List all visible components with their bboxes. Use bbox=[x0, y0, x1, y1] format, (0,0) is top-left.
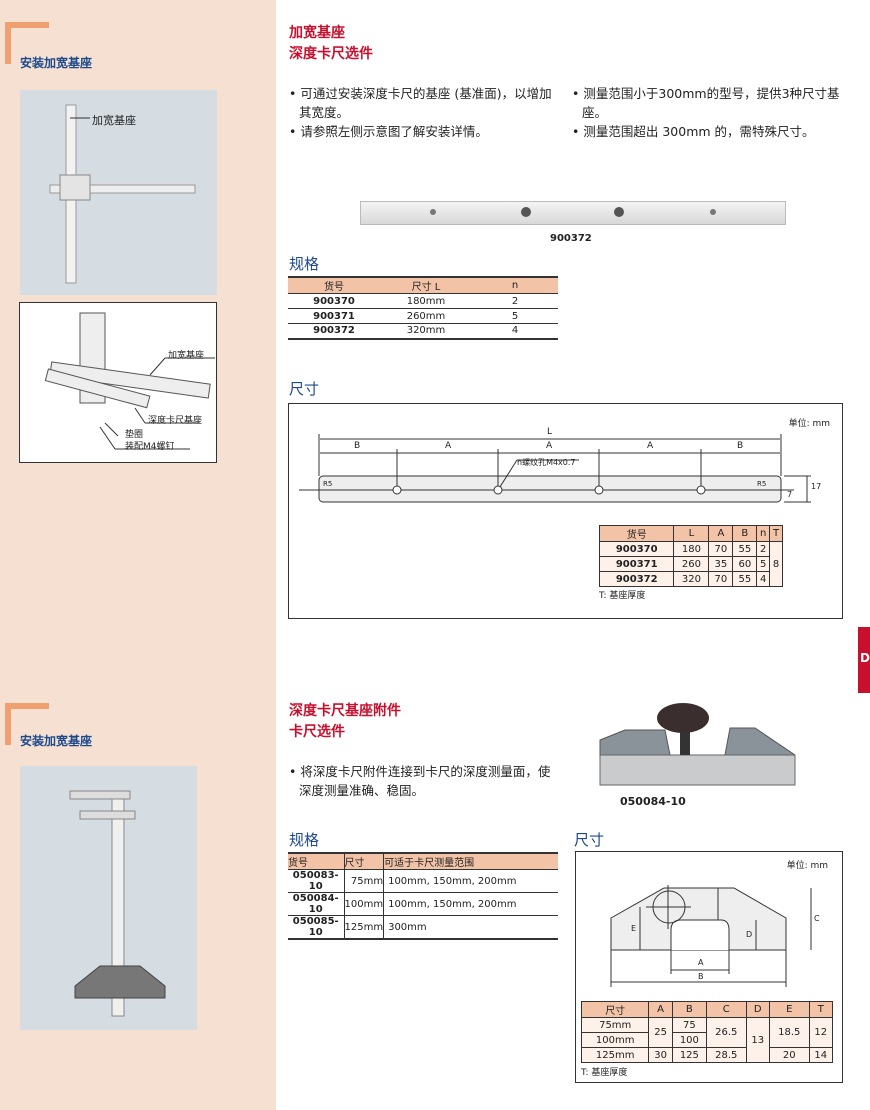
installation-diagram: 加宽基座 深度卡尺基座 垫圈 装配M4螺钉 bbox=[19, 302, 217, 463]
diagram-label: 深度卡尺基座 bbox=[148, 416, 203, 426]
radius-label: R5 bbox=[757, 480, 767, 488]
bullet-list-left: • 可通过安装深度卡尺的基座 (基准面)，以增加其宽度。 • 请参照左侧示意图了… bbox=[289, 84, 561, 141]
spec-heading: 规格 bbox=[289, 831, 320, 849]
spec-heading: 规格 bbox=[289, 255, 320, 273]
dim-label: A bbox=[647, 441, 654, 451]
dim-label: B bbox=[698, 972, 704, 981]
product-photo-wide-base bbox=[20, 90, 217, 295]
section-subtitle: 深度卡尺选件 bbox=[289, 46, 373, 62]
dim-label: B bbox=[737, 441, 744, 451]
col-header: 尺寸 L bbox=[380, 276, 472, 294]
product-caption: 050084-10 bbox=[620, 795, 686, 808]
bullet-item: • 可通过安装深度卡尺的基座 (基准面)，以增加其宽度。 bbox=[289, 86, 552, 120]
diagram-label: 加宽基座 bbox=[168, 351, 205, 361]
base-bar-drawing bbox=[299, 434, 811, 503]
dim-label: A bbox=[445, 441, 452, 451]
dimension-box: 单位: mm L B A A A B n螺纹孔M4x0.7 R5 R5 7 17… bbox=[288, 403, 843, 619]
bullet-list: • 将深度卡尺附件连接到卡尺的深度测量面，使深度测量准确、稳固。 bbox=[289, 762, 561, 800]
section-title: 加宽基座 bbox=[289, 25, 345, 41]
section-subtitle: 卡尺选件 bbox=[289, 724, 345, 740]
unit-label: 单位: mm bbox=[788, 419, 830, 429]
photo-callout: 加宽基座 bbox=[92, 114, 136, 127]
chapter-tab[interactable]: D bbox=[858, 627, 870, 693]
dim-label: C bbox=[814, 914, 820, 923]
section-bracket bbox=[5, 703, 49, 745]
dimension-heading: 尺寸 bbox=[574, 831, 605, 849]
radius-label: R5 bbox=[323, 480, 333, 488]
footnote: T: 基座厚度 bbox=[581, 1068, 628, 1078]
bullet-item: • 请参照左侧示意图了解安装详情。 bbox=[289, 124, 488, 139]
dim-label: L bbox=[547, 427, 553, 437]
sidebar-label: 安装加宽基座 bbox=[20, 56, 93, 70]
footnote: T: 基座厚度 bbox=[599, 591, 646, 601]
section-bracket bbox=[5, 22, 49, 64]
dim-label: B bbox=[354, 441, 361, 451]
dim-label: A bbox=[546, 441, 553, 451]
sidebar-label: 安装加宽基座 bbox=[20, 734, 93, 748]
dim-label: E bbox=[631, 924, 637, 933]
dim-label: D bbox=[746, 930, 753, 939]
product-photo-attachment bbox=[595, 700, 810, 790]
product-photo-caliper bbox=[20, 766, 197, 1030]
diagram-label: 装配M4螺钉 bbox=[125, 442, 175, 452]
col-header: n bbox=[472, 276, 558, 294]
diagram-label: 垫圈 bbox=[125, 430, 144, 440]
bullet-list-right: • 测量范围小于300mm的型号，提供3种尺寸基座。 • 测量范围超出 300m… bbox=[572, 84, 847, 141]
section-title: 深度卡尺基座附件 bbox=[289, 703, 401, 719]
col-header: 货号 bbox=[288, 276, 380, 294]
bullet-item: • 测量范围小于300mm的型号，提供3种尺寸基座。 bbox=[572, 86, 840, 120]
product-caption: 900372 bbox=[550, 233, 592, 244]
unit-label: 单位: mm bbox=[786, 861, 828, 871]
bullet-item: • 测量范围超出 300mm 的，需特殊尺寸。 bbox=[572, 124, 815, 139]
product-photo-base-bar bbox=[360, 201, 786, 225]
bullet-item: • 将深度卡尺附件连接到卡尺的深度测量面，使深度测量准确、稳固。 bbox=[289, 764, 551, 798]
dimension-heading: 尺寸 bbox=[289, 380, 320, 398]
dim-label: 7 bbox=[787, 490, 793, 499]
attachment-drawing bbox=[610, 885, 812, 987]
hole-label: n螺纹孔M4x0.7 bbox=[517, 458, 576, 467]
dim-label: 17 bbox=[811, 482, 822, 491]
dim-label: A bbox=[698, 958, 704, 967]
